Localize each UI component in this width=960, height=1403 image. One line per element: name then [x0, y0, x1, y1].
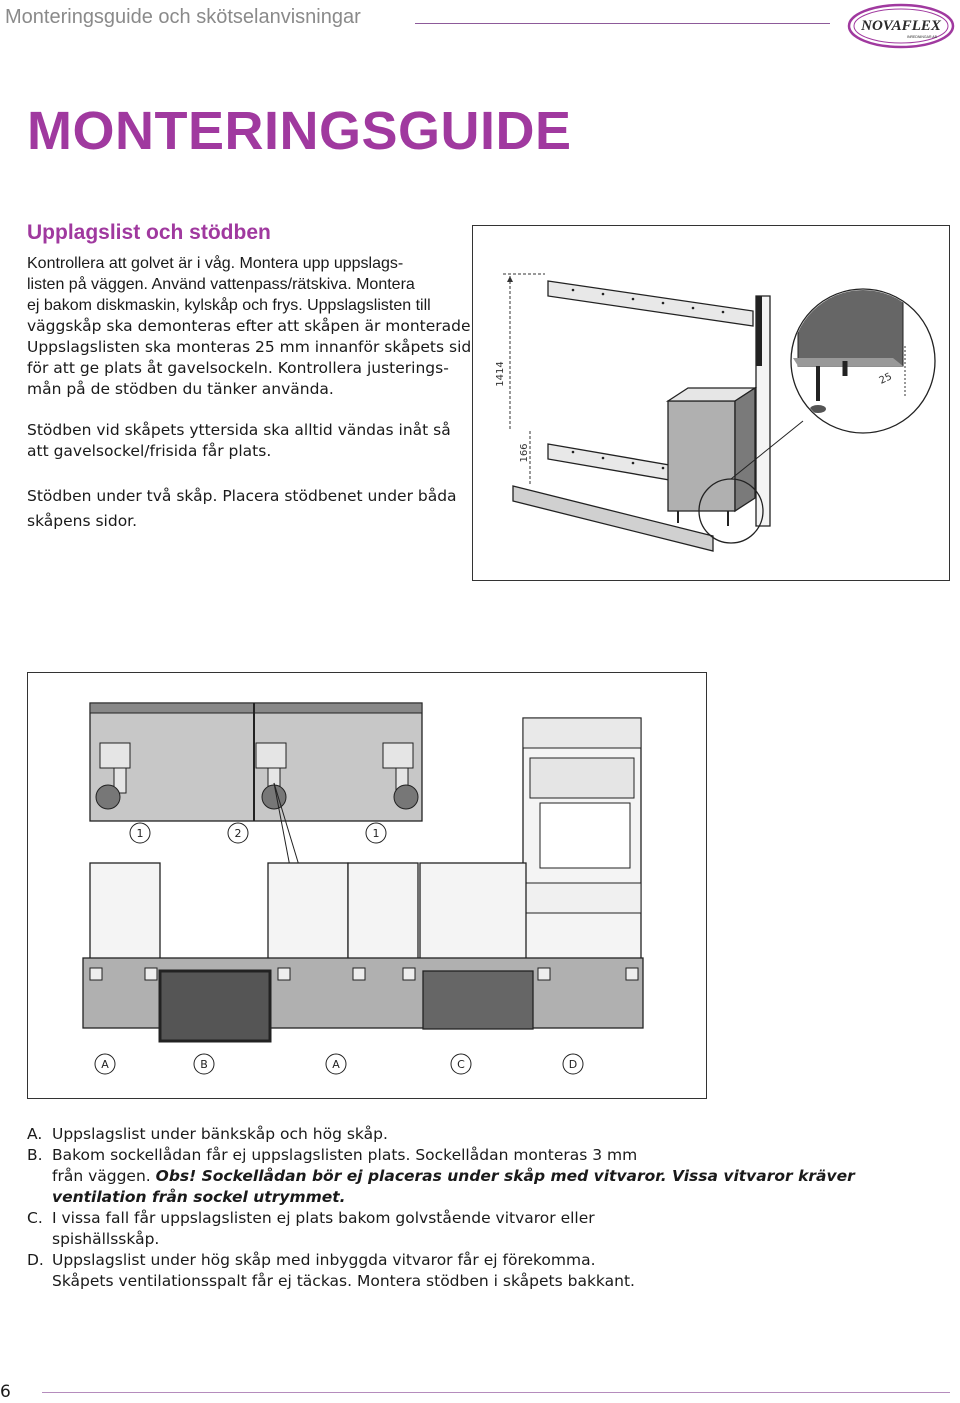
bottom-label: C	[457, 1058, 465, 1071]
note-letter: D.	[27, 1251, 44, 1269]
dim-166-label: 166	[519, 443, 530, 462]
paragraph-2: Stödben vid skåpets yttersida ska alltid…	[27, 420, 451, 462]
note-a: A. Uppslagslist under bänkskåp och hög s…	[27, 1124, 855, 1145]
bottom-labels: A B A C D	[94, 1053, 584, 1075]
svg-text:INREDNINGAR AB: INREDNINGAR AB	[907, 35, 938, 39]
bottom-label: A	[101, 1058, 109, 1071]
note-text: Uppslagslist under hög skåp med inbyggda…	[52, 1251, 596, 1269]
kitchen-layout-illustration: 1 2 1 A B	[82, 702, 644, 1075]
dim-1414-label: 1414	[495, 361, 506, 386]
footer-rule	[42, 1392, 950, 1393]
note-letter: C.	[27, 1209, 43, 1227]
note-c: C. I vissa fall får uppslagslisten ej pl…	[27, 1208, 855, 1250]
dim-25-label: 25	[878, 371, 894, 386]
section-title: Upplagslist och stödben	[27, 221, 271, 244]
para3-line: Stödben under två skåp. Placera stödbene…	[27, 487, 457, 505]
header-rule	[415, 23, 830, 24]
note-text: Skåpets ventilationsspalt får ej täckas.…	[52, 1272, 635, 1290]
note-b: B. Bakom sockellådan får ej uppslagslist…	[27, 1145, 855, 1208]
paragraph-3: Stödben under två skåp. Placera stödbene…	[27, 484, 457, 534]
note-text: från väggen.	[52, 1167, 156, 1185]
svg-text:NOVAFLEX: NOVAFLEX	[860, 18, 942, 34]
figure-kitchen-layout: 1 2 1 A B	[27, 672, 707, 1099]
note-letter: A.	[27, 1125, 43, 1143]
bottom-label: B	[200, 1058, 208, 1071]
para1-line: ej bakom diskmaskin, kylskåp och frys. U…	[27, 297, 431, 314]
note-warning: Obs! Sockellådan bör ej placeras under s…	[155, 1167, 855, 1185]
notes-list: A. Uppslagslist under bänkskåp och hög s…	[27, 1124, 855, 1292]
para2-line: Stödben vid skåpets yttersida ska alltid…	[27, 421, 451, 439]
para1-line: väggskåp ska demonteras efter att skåpen…	[27, 317, 476, 335]
note-d: D. Uppslagslist under hög skåp med inbyg…	[27, 1250, 855, 1292]
note-warning: ventilation från sockel utrymmet.	[52, 1188, 346, 1206]
page-title: MONTERINGSGUIDE	[27, 101, 572, 161]
novaflex-logo: NOVAFLEX INREDNINGAR AB	[847, 3, 955, 49]
bottom-label: A	[332, 1058, 340, 1071]
note-text: Bakom sockellådan får ej uppslagslisten …	[52, 1146, 638, 1164]
bottom-label: D	[569, 1058, 577, 1071]
note-letter: B.	[27, 1146, 43, 1164]
para1-line: Uppslagslisten ska monteras 25 mm innanf…	[27, 338, 481, 356]
note-text: I vissa fall får uppslagslisten ej plats…	[52, 1209, 595, 1227]
top-label: 1	[137, 827, 144, 840]
para1-line: mån på de stödben du tänker använda.	[27, 380, 334, 398]
paragraph-1: Kontrollera att golvet är i våg. Montera…	[27, 253, 481, 400]
para1-line: listen på väggen. Använd vattenpass/räts…	[27, 276, 415, 293]
wall-strip-illustration: 1414 166	[495, 273, 936, 552]
para2-line: att gavelsockel/frisida får plats.	[27, 442, 272, 460]
running-header: Monteringsguide och skötselanvisningar	[5, 6, 361, 28]
note-text: Uppslagslist under bänkskåp och hög skåp…	[52, 1125, 388, 1143]
top-label: 1	[373, 827, 380, 840]
top-labels: 1 2 1	[129, 822, 387, 844]
figure-wall-strip: 1414 166	[472, 225, 950, 581]
page-number: 6	[0, 1382, 11, 1402]
para1-line: för att ge plats åt gavelsockeln. Kontro…	[27, 359, 449, 377]
note-text: spishällsskåp.	[52, 1230, 160, 1248]
para3-line: skåpens sidor.	[27, 512, 138, 530]
para1-line: Kontrollera att golvet är i våg. Montera…	[27, 255, 404, 272]
top-label: 2	[235, 827, 242, 840]
